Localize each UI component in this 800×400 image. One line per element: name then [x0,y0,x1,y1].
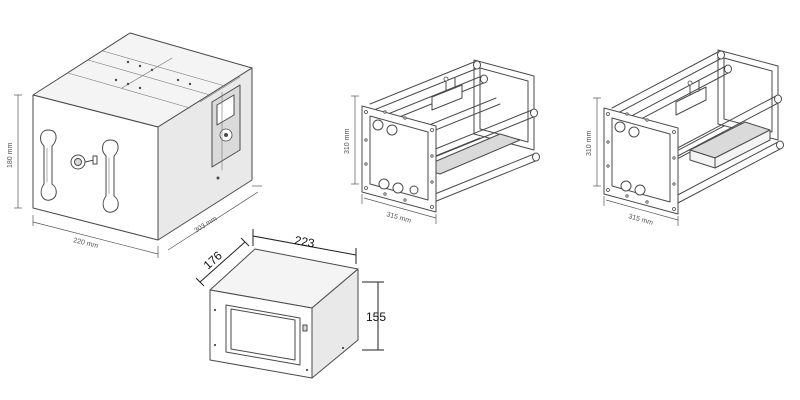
right-handle [102,139,119,213]
top-panel-screws [114,60,192,90]
rack2-top-bracket [675,80,707,116]
display-height-dimension: 155 [366,310,386,324]
display-width-dimension: 223 [293,233,315,250]
frame-rack-drawing-left: 310 mm 315 mm [344,59,540,225]
left-handle [40,129,57,201]
rack-front-rod-ends [372,119,419,195]
display-power-button [302,324,308,332]
enclosure-height-dimension: 180 mm [7,143,14,168]
rack-left-width-dimension: 315 mm [385,211,411,225]
display-screen [230,308,296,361]
enclosure-dimension-lines [14,94,262,258]
rack-right-width-dimension: 315 mm [627,213,653,227]
rack2-front-rod-ends [614,121,646,196]
frame-rack-drawing-right: 310 mm 315 mm [586,49,784,227]
rack-front-frame-holes [364,110,434,209]
latch-knob [70,154,98,170]
display-unit-drawing: 223 176 155 [195,229,386,379]
rack-left-height-dimension: 310 mm [344,129,351,154]
rack2-front-frame-holes [606,112,676,211]
rack-top-bracket [431,76,463,111]
enclosure-drawing: 180 mm 220 mm 303 mm [7,32,262,258]
enclosure-depth-dimension: 303 mm [193,215,218,234]
display-dimension-lines [195,229,384,351]
rack-left-dimension-lines [351,95,437,224]
rack-right-dimension-lines [593,97,679,226]
display-depth-dimension: 176 [201,248,225,272]
connector-port-upper [216,94,235,126]
rack-right-height-dimension: 310 mm [586,131,593,156]
enclosure-width-dimension: 220 mm [73,237,99,250]
